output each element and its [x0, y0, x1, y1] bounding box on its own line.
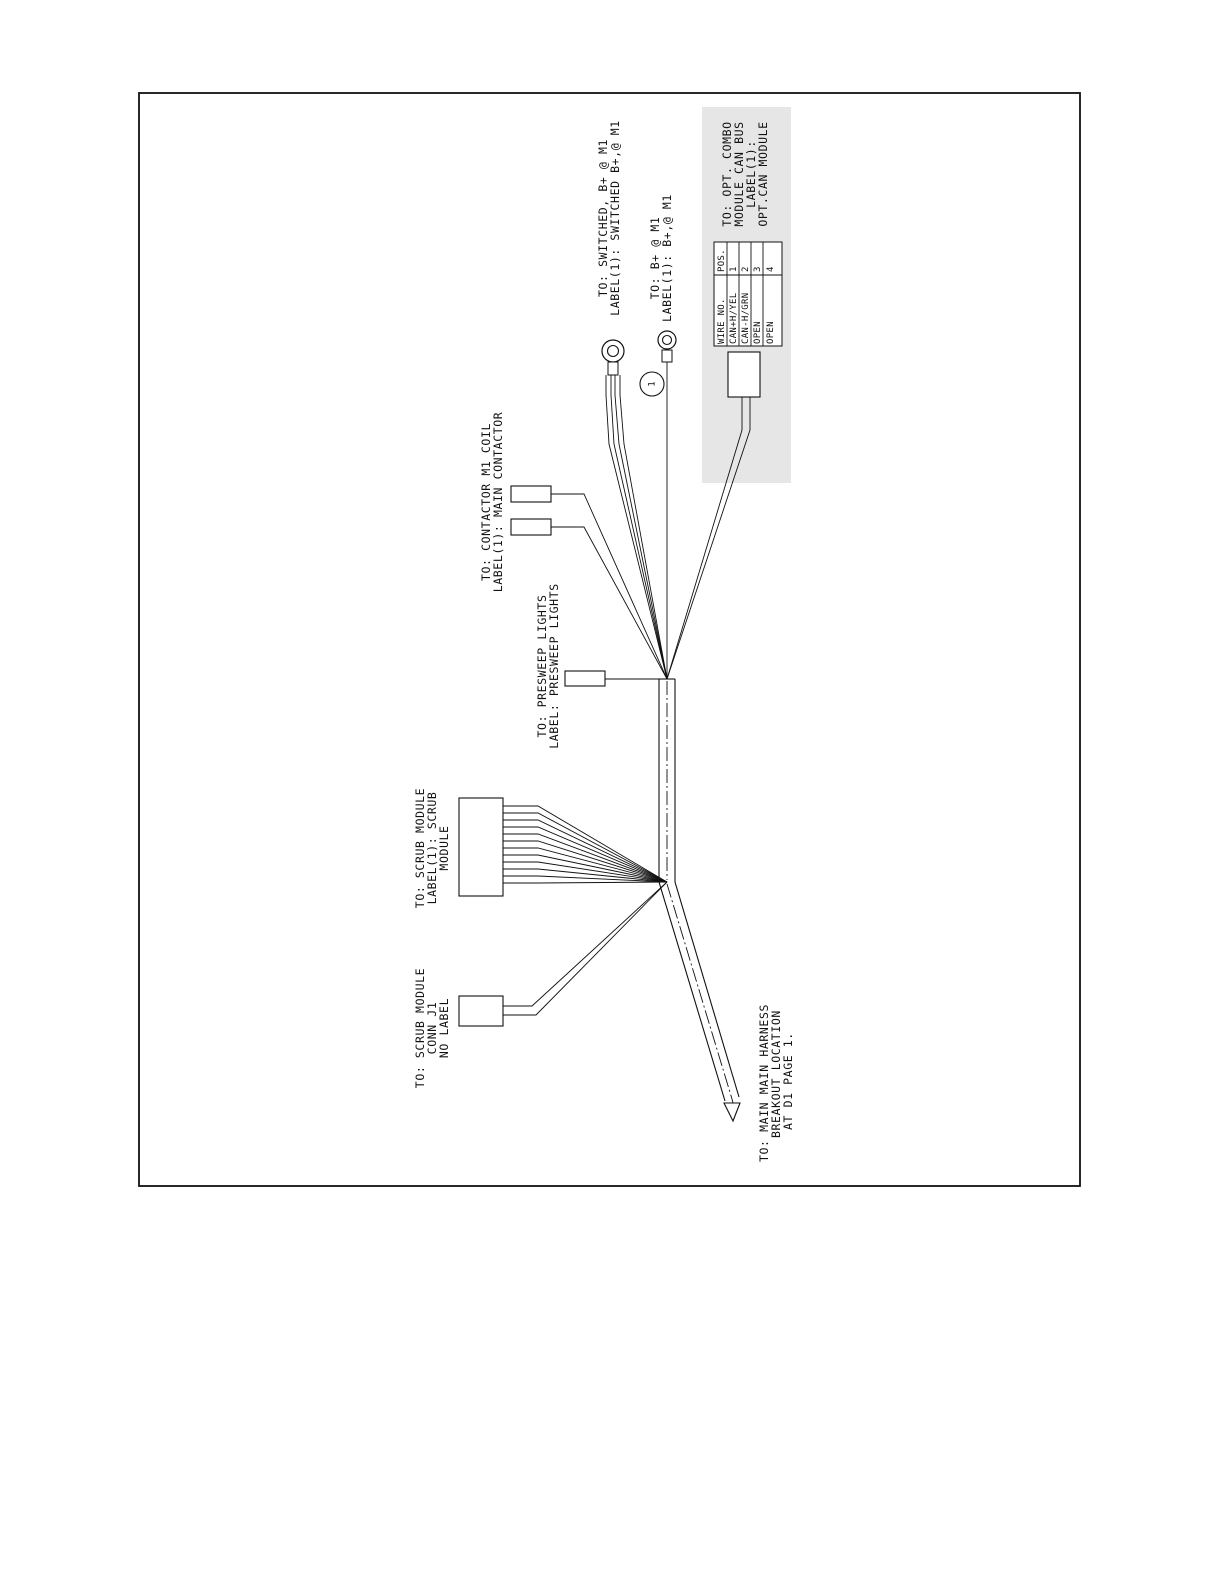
main-trunk: [658, 678, 676, 882]
can-module-label-line-3: LABEL(1):: [744, 140, 758, 208]
switched-label-line-2: LABEL(1): SWITCHED B+,@ M1: [608, 120, 622, 316]
wire-marker-number: 1: [648, 381, 658, 386]
can-wire-table: WIRE NO. POS. CAN+H/YEL 1 CAN-H/GRN 2 OP…: [713, 241, 783, 347]
can-table-row-1-wire: CAN+H/YEL: [729, 293, 739, 344]
scrub-j1-label-line-1: TO: SCRUB MODULE: [413, 968, 427, 1088]
main-harness-branch: [658, 881, 740, 1104]
scrub-j1-connector: [458, 995, 504, 1027]
can-table-header-wire: WIRE NO.: [717, 298, 727, 344]
contactor-label: TO: CONTACTOR M1 COIL LABEL(1): MAIN CON…: [479, 412, 505, 593]
switched-wire-bundle: [605, 375, 668, 680]
presweep-label-line-2: LABEL: PRESWEEP LIGHTS: [547, 583, 561, 749]
contactor-label-line-1: TO: CONTACTOR M1 COIL: [479, 423, 493, 581]
can-table-row-2-pos: 2: [741, 266, 751, 272]
presweep-label-line-1: TO: PRESWEEP LIGHTS: [535, 595, 549, 738]
switched-ring-terminal: [601, 339, 625, 376]
contactor-wires: [551, 493, 668, 680]
can-table-header-pos: POS.: [717, 249, 727, 272]
bplus-label-line-1: TO: B+ @ M1: [648, 217, 662, 300]
scrub-j1-label-line-3: NO LABEL: [437, 998, 451, 1058]
main-harness-label-line-3: AT D1 PAGE 1.: [781, 1032, 795, 1130]
scrub-module-label: TO: SCRUB MODULE LABEL(1): SCRUB MODULE: [413, 788, 451, 908]
scrub-module-label-line-1: TO: SCRUB MODULE: [413, 788, 427, 908]
main-harness-arrow: [723, 1102, 741, 1123]
scrub-module-connector: [458, 797, 504, 897]
scrub-module-label-line-2: LABEL(1): SCRUB: [425, 792, 439, 905]
scrub-j1-wires: [503, 881, 668, 1016]
can-table-row-4-pos: 4: [766, 266, 776, 272]
contactor-connector-a: [510, 485, 552, 503]
can-table-row-3-wire: OPEN: [753, 321, 763, 344]
main-harness-label: TO: MAIN MAIN HARNESS BREAKOUT LOCATION …: [757, 1004, 795, 1162]
can-module-label: TO: OPT. COMBO MODULE CAN BUS LABEL(1): …: [720, 121, 770, 226]
wire-marker-circle: [639, 371, 665, 397]
main-harness-label-line-2: BREAKOUT LOCATION: [769, 1010, 783, 1138]
switched-label-line-1: TO: SWITCHED, B+ @ M1: [596, 139, 610, 297]
can-connector: [727, 351, 761, 398]
presweep-connector: [564, 670, 606, 687]
bplus-label-line-2: LABEL(1): B+,@ M1: [660, 194, 674, 322]
can-table-row-2-wire: CAN-H/GRN: [741, 293, 751, 344]
can-table-row-1-pos: 1: [729, 266, 739, 272]
scrub-j1-label: TO: SCRUB MODULE CONN J1 NO LABEL: [413, 968, 451, 1088]
contactor-label-line-2: LABEL(1): MAIN CONTACTOR: [491, 412, 505, 593]
main-harness-label-line-1: TO: MAIN MAIN HARNESS: [757, 1004, 771, 1162]
bplus-ring-terminal: [657, 330, 677, 363]
can-module-label-line-1: TO: OPT. COMBO: [720, 121, 734, 226]
can-table-row-4-wire: OPEN: [766, 321, 776, 344]
presweep-label: TO: PRESWEEP LIGHTS LABEL: PRESWEEP LIGH…: [535, 583, 561, 749]
scrub-j1-label-line-2: CONN J1: [425, 1002, 439, 1055]
scrub-module-wires: [503, 805, 668, 884]
can-wires: [666, 397, 751, 680]
scrub-module-label-line-3: MODULE: [437, 825, 451, 870]
bplus-label: TO: B+ @ M1 LABEL(1): B+,@ M1: [648, 194, 674, 322]
switched-label: TO: SWITCHED, B+ @ M1 LABEL(1): SWITCHED…: [596, 120, 622, 316]
can-module-label-line-4: OPT.CAN MODULE: [756, 121, 770, 226]
contactor-connector-b: [510, 518, 552, 536]
can-module-label-line-2: MODULE CAN BUS: [732, 121, 746, 226]
drawing-border: [138, 92, 1081, 1187]
can-table-row-3-pos: 3: [753, 266, 763, 272]
